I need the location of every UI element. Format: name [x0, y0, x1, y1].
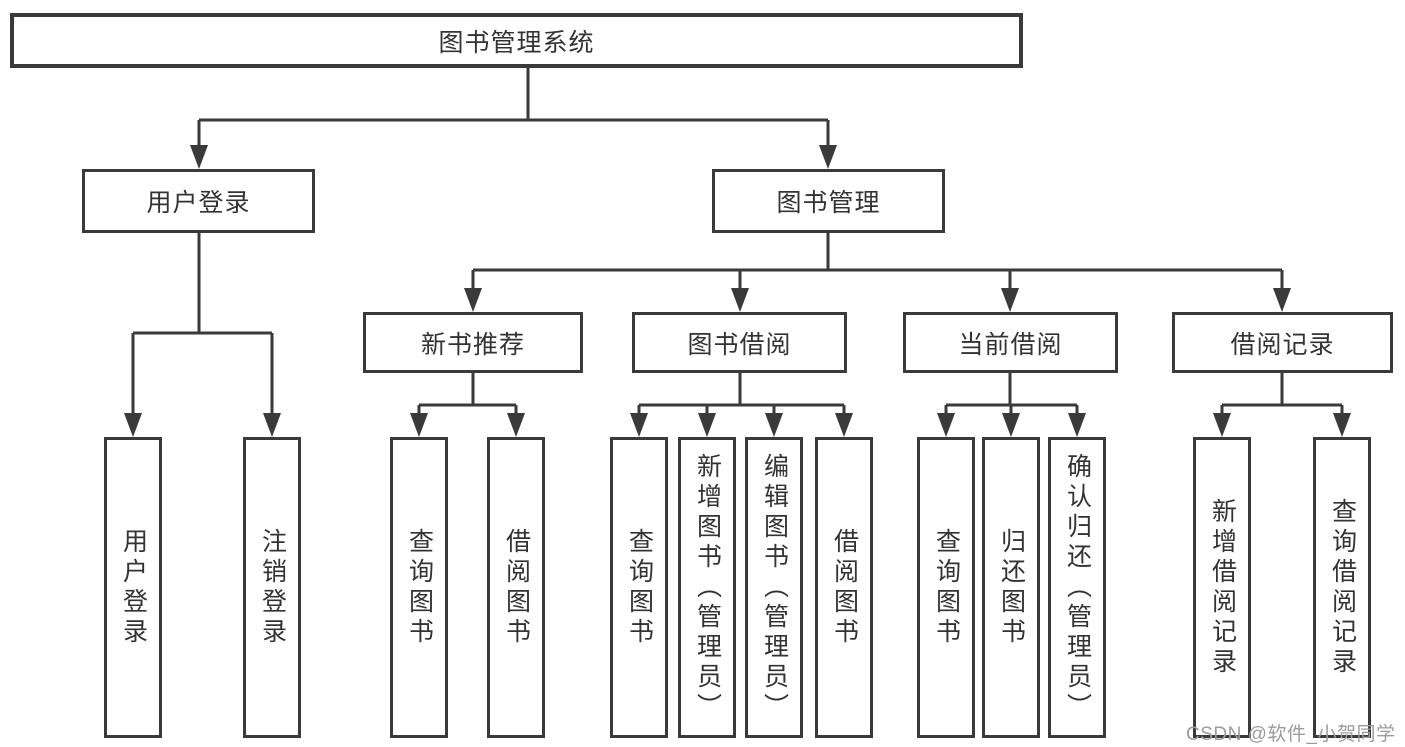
leaf-borrow-books-recommend: 借阅图书: [487, 437, 545, 738]
leaf-logout: 注销登录: [243, 437, 301, 738]
leaf-user-login-label: 用户登录: [119, 527, 148, 648]
arrowheads: [124, 145, 1351, 437]
leaf-return-books: 归还图书: [982, 437, 1040, 738]
leaf-query-books-current-label: 查询图书: [932, 527, 961, 648]
leaf-user-login: 用户登录: [104, 437, 162, 738]
leaf-confirm-return-admin: 确认归还（管理员）: [1048, 437, 1106, 738]
leaf-add-borrow-record: 新增借阅记录: [1193, 437, 1251, 738]
leaf-borrow-books-borrowing-label: 借阅图书: [830, 527, 859, 648]
node-current-borrowing: 当前借阅: [903, 312, 1118, 373]
node-user-login: 用户登录: [82, 169, 315, 233]
connector-path: [131, 68, 1344, 420]
leaf-add-books-admin-label: 新增图书（管理员）: [693, 452, 722, 723]
leaf-edit-books-admin: 编辑图书（管理员）: [745, 437, 803, 738]
leaf-query-books-borrowing: 查询图书: [610, 437, 668, 738]
leaf-query-books-current: 查询图书: [917, 437, 975, 738]
leaf-logout-label: 注销登录: [258, 527, 287, 648]
node-book-borrowing: 图书借阅: [632, 312, 847, 373]
node-library-management-system: 图书管理系统: [10, 13, 1023, 68]
leaf-borrow-books-recommend-label: 借阅图书: [502, 527, 531, 648]
csdn-watermark: CSDN @软件_小贺同学: [1186, 724, 1396, 745]
leaf-add-borrow-record-label: 新增借阅记录: [1208, 497, 1237, 678]
leaf-edit-books-admin-label: 编辑图书（管理员）: [760, 452, 789, 723]
leaf-borrow-books-borrowing: 借阅图书: [815, 437, 873, 738]
leaf-return-books-label: 归还图书: [997, 527, 1026, 648]
leaf-add-books-admin: 新增图书（管理员）: [678, 437, 736, 738]
leaf-query-books-recommend: 查询图书: [390, 437, 448, 738]
leaf-query-books-borrowing-label: 查询图书: [625, 527, 654, 648]
leaf-query-borrow-record: 查询借阅记录: [1313, 437, 1371, 738]
node-borrow-records: 借阅记录: [1172, 312, 1393, 373]
leaf-query-borrow-record-label: 查询借阅记录: [1328, 497, 1357, 678]
leaf-query-books-recommend-label: 查询图书: [405, 527, 434, 648]
leaf-confirm-return-admin-label: 确认归还（管理员）: [1063, 452, 1092, 723]
node-new-book-recommend: 新书推荐: [363, 312, 583, 373]
node-book-management: 图书管理: [712, 169, 945, 233]
